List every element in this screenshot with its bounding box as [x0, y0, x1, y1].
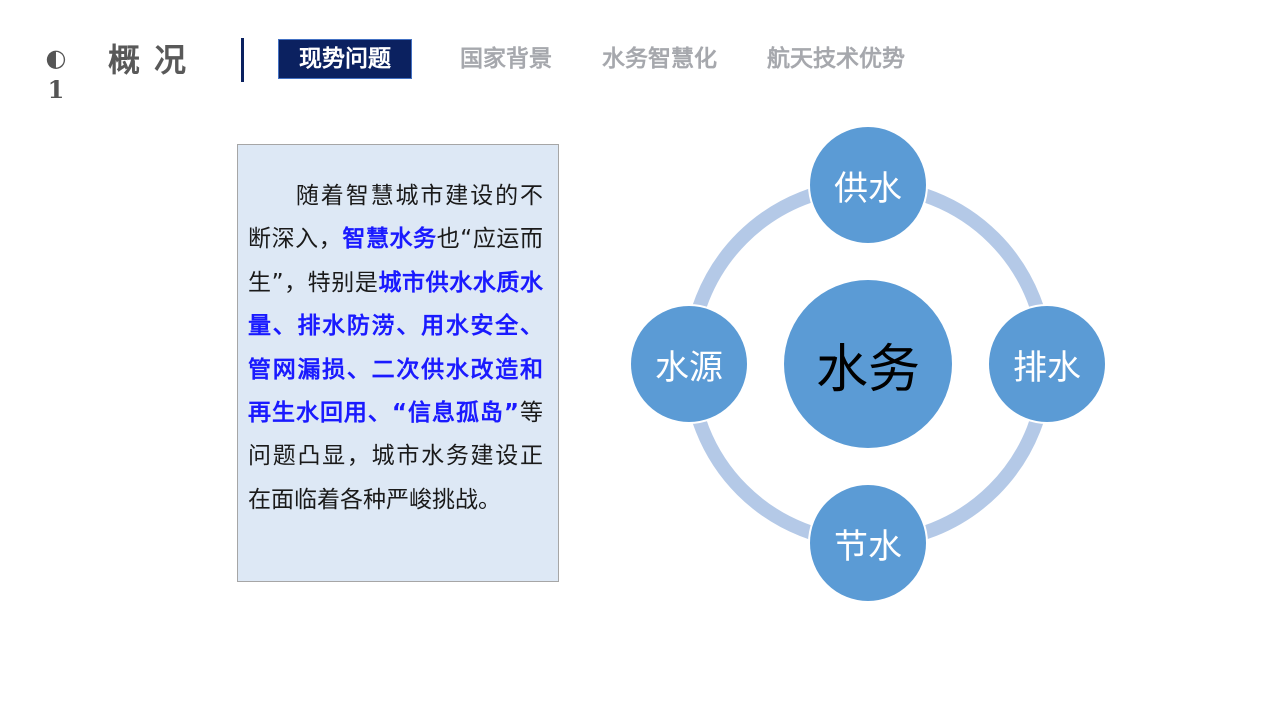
text-segment: 也“应运而生”，特别是	[248, 226, 543, 296]
section-number: ◐ 1	[44, 42, 68, 106]
tab-national-background[interactable]: 国家背景	[460, 46, 552, 72]
tab-aerospace-advantage[interactable]: 航天技术优势	[767, 46, 905, 72]
node-water-source: 水源	[629, 304, 749, 424]
tab-current-issues[interactable]: 现势问题	[278, 39, 412, 79]
text-highlight: 智慧水务	[342, 226, 437, 253]
node-water-affairs-center: 水务	[784, 280, 952, 448]
section-number-digit-1: 1	[47, 75, 65, 104]
node-water-supply: 供水	[808, 125, 928, 245]
section-number-digit-0: ◐	[45, 43, 67, 72]
tab-bar: 现势问题 国家背景 水务智慧化 航天技术优势	[278, 39, 935, 79]
tab-smart-water[interactable]: 水务智慧化	[602, 46, 717, 72]
text-segment: 等问题凸显，城市水务建设正在面临着各种严峻挑战。	[248, 400, 544, 513]
intro-paragraph: 随着智慧城市建设的不断深入，智慧水务也“应运而生”，特别是城市供水水质水量、排水…	[248, 175, 543, 522]
text-segment: 随着智慧城市建设的不断深入，	[248, 183, 543, 253]
section-title: 概况	[108, 41, 201, 79]
text-highlight: 城市供水水质水量、排水防涝、用水安全、管网漏损、二次供水改造和再生水回用、“信息…	[248, 269, 544, 427]
node-drainage: 排水	[987, 304, 1107, 424]
header-divider	[241, 38, 244, 82]
intro-textbox: 随着智慧城市建设的不断深入，智慧水务也“应运而生”，特别是城市供水水质水量、排水…	[237, 144, 559, 582]
node-water-saving: 节水	[808, 483, 928, 603]
water-affairs-cycle-diagram: 供水 排水 节水 水源 水务	[600, 110, 1140, 620]
